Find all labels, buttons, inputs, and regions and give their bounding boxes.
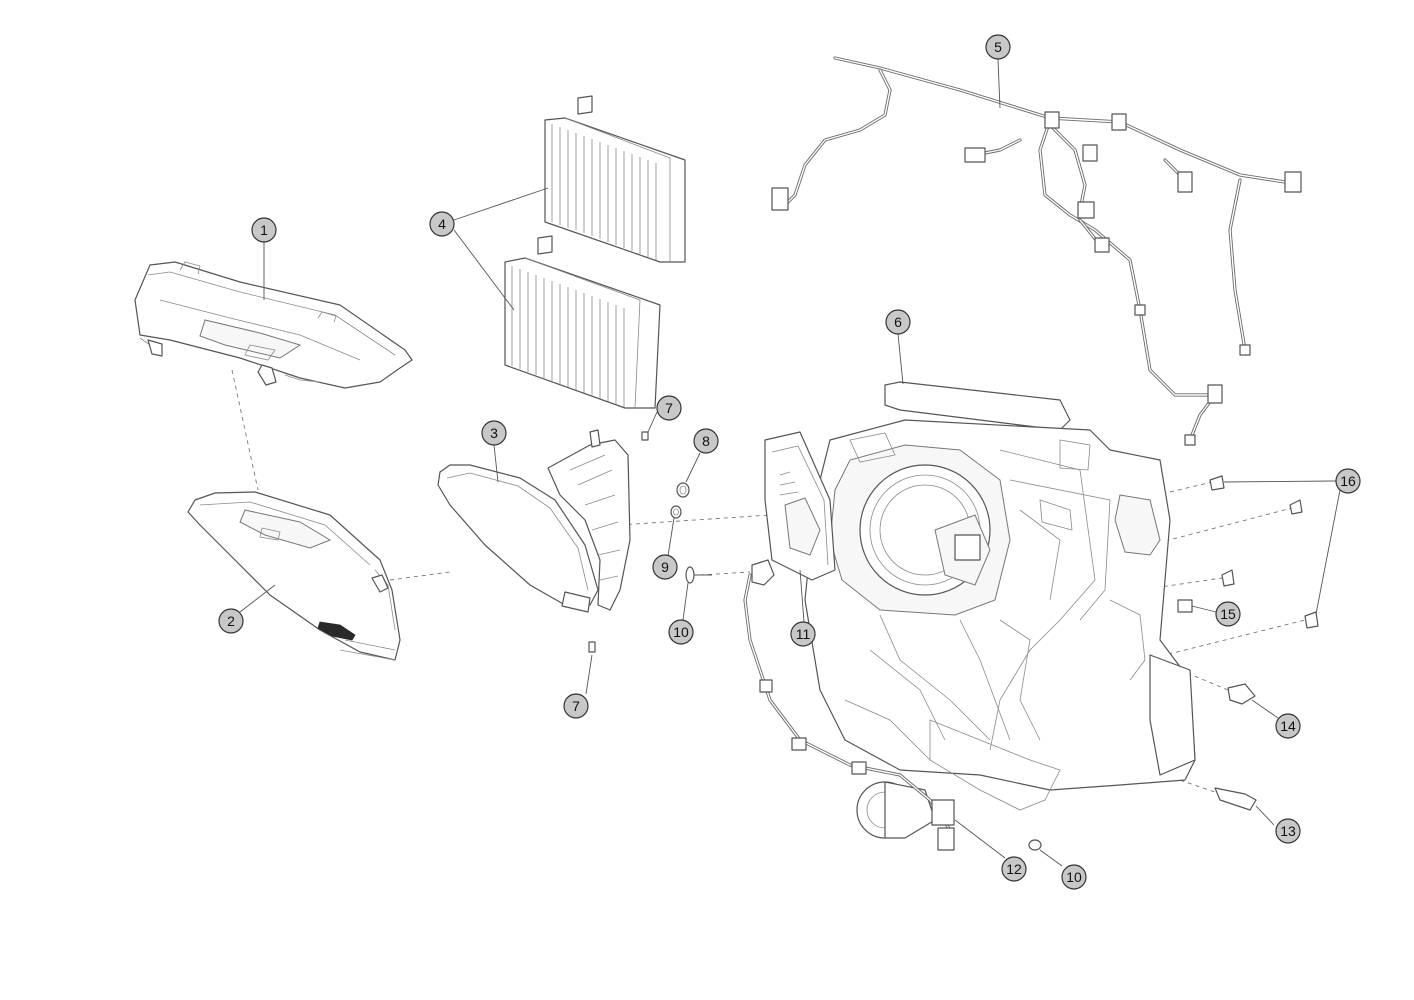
- callout-12: 12: [1001, 856, 1027, 882]
- callout-7-lower-label: 7: [572, 698, 580, 714]
- callout-16-label: 16: [1340, 473, 1356, 489]
- part-13-sensor: [1214, 787, 1257, 811]
- callout-14: 14: [1275, 713, 1301, 739]
- part-1-air-duct: [134, 261, 413, 389]
- part-8-ring: [676, 482, 690, 498]
- callout-15: 15: [1215, 601, 1241, 627]
- part-9-ring: [670, 505, 682, 519]
- part-15-clip: [1177, 599, 1193, 613]
- callout-1-label: 1: [260, 222, 268, 238]
- callout-6: 6: [885, 309, 911, 335]
- part-12-actuator-motor: [743, 573, 955, 851]
- callout-13-label: 13: [1280, 823, 1296, 839]
- part-16-screw-d: [1304, 611, 1319, 629]
- callout-4: 4: [429, 211, 455, 237]
- callout-15-label: 15: [1220, 606, 1236, 622]
- callout-10-left-label: 10: [673, 624, 689, 640]
- callout-3: 3: [481, 420, 507, 446]
- part-16-screw-b: [1289, 499, 1303, 515]
- callout-11-label: 11: [796, 626, 811, 642]
- callout-16: 16: [1335, 468, 1361, 494]
- callout-10-bottom: 10: [1061, 864, 1087, 890]
- part-10-screw-b: [1028, 839, 1042, 851]
- part-16-screw-a: [1209, 475, 1225, 491]
- part-16-screw-c: [1221, 569, 1235, 587]
- callout-7-upper: 7: [656, 395, 682, 421]
- callout-5-label: 5: [994, 39, 1002, 55]
- part-5-wiring-harness: [771, 56, 1302, 446]
- callout-4-label: 4: [438, 216, 446, 232]
- leader-lines: [239, 58, 1341, 867]
- part-2-lower-duct: [187, 491, 401, 661]
- callout-8-label: 8: [702, 433, 710, 449]
- part-3-filter-housing: [437, 429, 631, 613]
- part-6-hvac-housing: [764, 381, 1196, 811]
- callout-8: 8: [693, 428, 719, 454]
- callout-1: 1: [251, 217, 277, 243]
- callout-3-label: 3: [490, 425, 498, 441]
- part-14-sensor: [1227, 683, 1256, 705]
- callout-9: 9: [652, 554, 678, 580]
- callout-5: 5: [985, 34, 1011, 60]
- callout-7-upper-label: 7: [665, 400, 673, 416]
- callout-11: 11: [790, 621, 816, 647]
- filter-top-pleats: [551, 124, 657, 260]
- callout-12-label: 12: [1006, 861, 1022, 877]
- callout-7-lower: 7: [563, 693, 589, 719]
- callout-2: 2: [218, 608, 244, 634]
- callout-10-left: 10: [668, 619, 694, 645]
- part-7-clip-a: [641, 431, 649, 441]
- callout-9-label: 9: [661, 559, 669, 575]
- callout-10-bottom-label: 10: [1066, 869, 1082, 885]
- fasteners: [588, 431, 1319, 851]
- part-10-screw-a: [685, 566, 695, 584]
- callout-14-label: 14: [1280, 718, 1296, 734]
- callout-6-label: 6: [894, 314, 902, 330]
- filter-bottom-pleats: [511, 266, 625, 407]
- part-11-connector: [751, 559, 775, 586]
- callout-2-label: 2: [227, 613, 235, 629]
- part-7-clip-b: [588, 641, 596, 653]
- part-4-cabin-filters: [504, 95, 686, 409]
- callout-13: 13: [1275, 818, 1301, 844]
